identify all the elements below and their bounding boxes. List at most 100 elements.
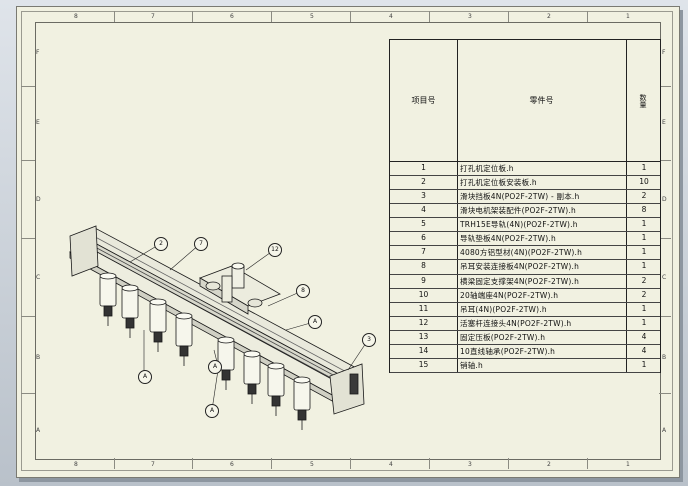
spindle-unit — [293, 376, 311, 430]
bearing-left — [205, 281, 221, 291]
callout-balloon[interactable]: 7 — [194, 237, 208, 251]
zone-label-left: A — [36, 427, 41, 434]
zone-label-top: 8 — [74, 13, 78, 20]
zone-label-left: C — [36, 274, 41, 281]
bom-cell-name: 吊耳(4N)(PO2F-2TW).h — [460, 304, 547, 314]
bom-cell-num: 8 — [421, 261, 426, 271]
zone-tick — [114, 11, 115, 22]
zone-label-left: D — [36, 196, 41, 203]
table-row[interactable]: 5 TRH15E导轨(4N)(PO2F-2TW).h 1 — [390, 217, 660, 233]
callout-balloon[interactable]: A — [308, 315, 322, 329]
zone-label-right: C — [662, 274, 667, 281]
callout-balloon[interactable]: 2 — [154, 237, 168, 251]
sheet-outer-frame — [21, 11, 673, 471]
end-support-slot — [349, 373, 359, 395]
zone-label-top: 6 — [230, 13, 234, 20]
bom-cell-num: 13 — [418, 331, 429, 341]
zone-label-bottom: 3 — [468, 461, 472, 468]
table-row[interactable]: 3 滑块挡板4N(PO2F-2TW) - 副本.h 2 — [390, 189, 660, 205]
zone-label-top: 1 — [626, 13, 630, 20]
bom-cell-qty: 8 — [641, 205, 647, 215]
callout-balloon[interactable]: 3 — [362, 333, 376, 347]
bom-cell-name: 横梁固定支撑架4N(PO2F-2TW).h — [460, 276, 580, 286]
zone-label-top: 4 — [389, 13, 393, 20]
zone-label-right: A — [662, 427, 667, 434]
callout-balloon[interactable]: A — [138, 370, 152, 384]
bom-cell-qty: 1 — [641, 233, 647, 243]
zone-tick — [21, 393, 35, 394]
zone-label-bottom: 2 — [547, 461, 551, 468]
zone-label-right: F — [662, 49, 666, 56]
bom-cell-num: 5 — [421, 219, 426, 229]
zone-tick — [508, 458, 509, 469]
bom-cell-name: 20轴端座4N(PO2F-2TW).h — [460, 290, 559, 300]
bom-cell-name: TRH15E导轨(4N)(PO2F-2TW).h — [460, 220, 578, 230]
zone-tick — [21, 160, 35, 161]
end-support-left — [69, 225, 99, 277]
zone-label-right: E — [662, 119, 666, 126]
zone-tick — [429, 458, 430, 469]
bom-cell-name: 4080方铝型材(4N)(PO2F-2TW).h — [460, 248, 583, 258]
callout-balloon[interactable]: 12 — [268, 243, 282, 257]
zone-tick — [587, 458, 588, 469]
bom-cell-qty: 1 — [641, 317, 647, 327]
zone-label-top: 2 — [547, 13, 551, 20]
zone-tick — [659, 393, 671, 394]
bom-cell-qty: 1 — [641, 303, 647, 313]
bom-cell-num: 2 — [421, 177, 426, 187]
zone-label-right: B — [662, 354, 667, 361]
bom-header-row: 项目号 零件号 数量 — [390, 40, 660, 162]
spindle-unit — [175, 312, 193, 366]
table-row[interactable]: 2 打孔机定位板安装板.h 10 — [390, 175, 660, 191]
zone-label-bottom: 4 — [389, 461, 393, 468]
zone-tick — [114, 458, 115, 469]
bom-cell-name: 打孔机定位板安装板.h — [460, 178, 537, 188]
bearing-right — [247, 298, 263, 308]
zone-label-top: 3 — [468, 13, 472, 20]
zone-tick — [192, 458, 193, 469]
bom-cell-qty: 1 — [641, 359, 647, 369]
bom-header-qty: 数量 — [639, 93, 647, 108]
bom-cell-num: 3 — [421, 191, 426, 201]
spindle-unit — [121, 284, 139, 338]
zone-tick — [587, 11, 588, 22]
zone-tick — [350, 458, 351, 469]
zone-label-bottom: 1 — [626, 461, 630, 468]
bom-column-divider — [457, 40, 458, 372]
bom-cell-qty: 1 — [641, 219, 647, 229]
bom-header-item: 项目号 — [411, 96, 436, 105]
piston-rod — [221, 275, 233, 303]
spindle-unit — [149, 298, 167, 352]
bom-cell-qty: 4 — [641, 331, 647, 341]
bom-header-part: 零件号 — [529, 96, 554, 105]
spindle-unit — [99, 272, 117, 326]
bom-cell-qty: 10 — [639, 177, 649, 187]
bom-cell-num: 12 — [418, 317, 429, 327]
callout-balloon[interactable]: A — [205, 404, 219, 418]
bom-cell-name: 吊耳安装连接板4N(PO2F-2TW).h — [460, 262, 580, 272]
bom-column-divider — [626, 40, 627, 372]
bom-cell-num: 14 — [418, 345, 429, 355]
bom-cell-name: 滑块电机架装配件(PO2F-2TW).h — [460, 206, 576, 216]
bom-cell-name: 滑块挡板4N(PO2F-2TW) - 副本.h — [460, 192, 580, 202]
beam-groove-line — [85, 231, 353, 376]
bom-cell-qty: 2 — [641, 191, 647, 201]
beam-slot-line — [81, 239, 349, 384]
callout-balloon[interactable]: A — [208, 360, 222, 374]
callout-balloon[interactable]: 8 — [296, 284, 310, 298]
zone-label-left: E — [36, 119, 40, 126]
